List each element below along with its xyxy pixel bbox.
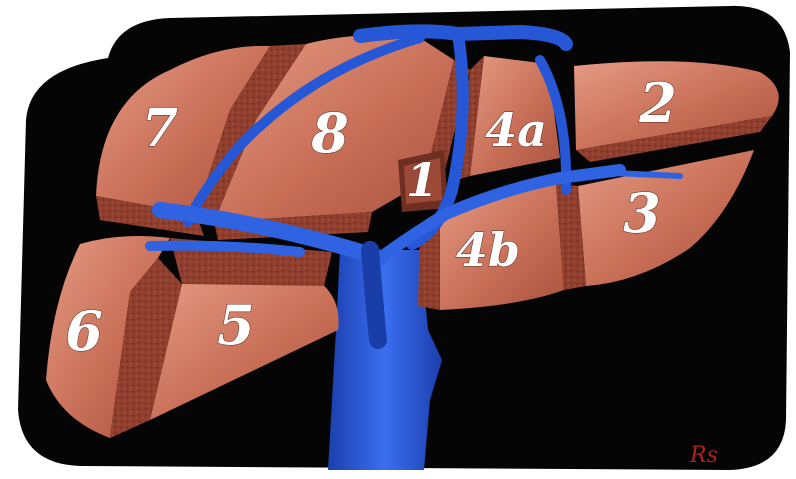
label-segment-2: 2 [638, 71, 677, 135]
label-segment-4b: 4b [456, 223, 520, 277]
artist-signature: Rs [689, 443, 718, 468]
label-segment-3: 3 [623, 181, 661, 245]
label-segment-1: 1 [406, 153, 438, 207]
label-segment-5: 5 [217, 293, 255, 357]
label-segment-8: 8 [310, 101, 349, 165]
label-segment-6: 6 [65, 299, 103, 363]
label-segment-7: 7 [142, 98, 178, 159]
label-segment-4a: 4a [485, 103, 547, 157]
